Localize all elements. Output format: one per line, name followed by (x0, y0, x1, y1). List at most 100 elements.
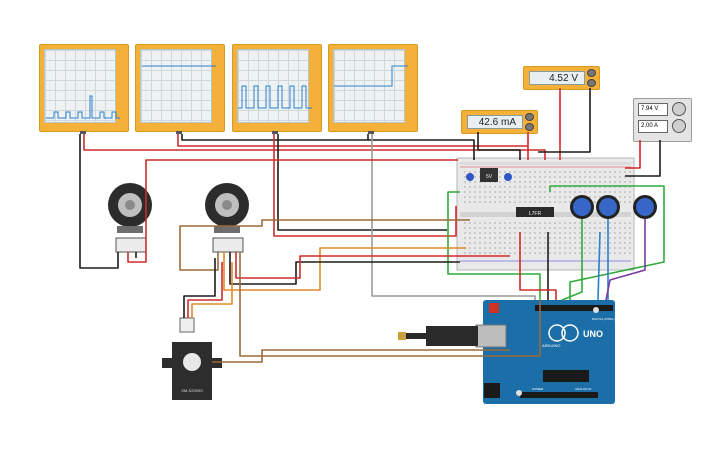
breadboard-hole[interactable] (509, 171, 511, 173)
breadboard-hole[interactable] (604, 171, 606, 173)
breadboard-hole[interactable] (494, 196, 496, 198)
breadboard-hole[interactable] (529, 196, 531, 198)
breadboard-hole[interactable] (479, 222, 481, 224)
breadboard-hole[interactable] (554, 227, 556, 229)
breadboard-hole[interactable] (539, 242, 541, 244)
breadboard-hole[interactable] (629, 201, 631, 203)
breadboard-hole[interactable] (534, 191, 536, 193)
breadboard-hole[interactable] (484, 191, 486, 193)
breadboard-hole[interactable] (499, 171, 501, 173)
breadboard-hole[interactable] (589, 222, 591, 224)
breadboard-hole[interactable] (564, 176, 566, 178)
breadboard-hole[interactable] (629, 232, 631, 234)
breadboard-hole[interactable] (594, 227, 596, 229)
oscilloscope-2[interactable] (135, 44, 225, 132)
breadboard-hole[interactable] (579, 252, 581, 254)
breadboard-hole[interactable] (534, 232, 536, 234)
breadboard-hole[interactable] (624, 232, 626, 234)
breadboard-hole[interactable] (494, 247, 496, 249)
breadboard-hole[interactable] (594, 191, 596, 193)
breadboard-hole[interactable] (539, 227, 541, 229)
breadboard-hole[interactable] (509, 196, 511, 198)
breadboard-hole[interactable] (554, 242, 556, 244)
breadboard-hole[interactable] (594, 247, 596, 249)
breadboard-hole[interactable] (469, 252, 471, 254)
breadboard-hole[interactable] (614, 181, 616, 183)
breadboard-hole[interactable] (599, 181, 601, 183)
breadboard-hole[interactable] (484, 232, 486, 234)
breadboard-hole[interactable] (629, 237, 631, 239)
breadboard-hole[interactable] (624, 237, 626, 239)
breadboard-hole[interactable] (629, 176, 631, 178)
breadboard-hole[interactable] (544, 186, 546, 188)
breadboard-hole[interactable] (559, 176, 561, 178)
breadboard-hole[interactable] (594, 181, 596, 183)
breadboard-hole[interactable] (624, 252, 626, 254)
breadboard-hole[interactable] (609, 247, 611, 249)
breadboard-hole[interactable] (464, 191, 466, 193)
breadboard-hole[interactable] (509, 247, 511, 249)
breadboard-hole[interactable] (504, 191, 506, 193)
breadboard-hole[interactable] (504, 201, 506, 203)
breadboard-hole[interactable] (599, 227, 601, 229)
breadboard-hole[interactable] (484, 196, 486, 198)
breadboard-hole[interactable] (524, 186, 526, 188)
breadboard-hole[interactable] (614, 252, 616, 254)
breadboard-hole[interactable] (499, 191, 501, 193)
breadboard-hole[interactable] (554, 196, 556, 198)
breadboard-hole[interactable] (589, 176, 591, 178)
breadboard-hole[interactable] (539, 232, 541, 234)
breadboard-hole[interactable] (479, 186, 481, 188)
breadboard-hole[interactable] (524, 237, 526, 239)
breadboard-hole[interactable] (619, 237, 621, 239)
breadboard-hole[interactable] (594, 222, 596, 224)
breadboard-hole[interactable] (474, 247, 476, 249)
breadboard-hole[interactable] (589, 247, 591, 249)
breadboard-hole[interactable] (554, 186, 556, 188)
breadboard-hole[interactable] (489, 242, 491, 244)
breadboard-hole[interactable] (464, 222, 466, 224)
breadboard-hole[interactable] (474, 191, 476, 193)
breadboard-hole[interactable] (484, 201, 486, 203)
breadboard-hole[interactable] (534, 242, 536, 244)
breadboard-hole[interactable] (539, 237, 541, 239)
breadboard-hole[interactable] (509, 252, 511, 254)
breadboard-hole[interactable] (584, 227, 586, 229)
breadboard-hole[interactable] (479, 247, 481, 249)
knob-icon[interactable] (672, 119, 686, 133)
breadboard-hole[interactable] (609, 191, 611, 193)
breadboard-hole[interactable] (539, 252, 541, 254)
breadboard-hole[interactable] (534, 237, 536, 239)
breadboard-hole[interactable] (514, 237, 516, 239)
breadboard-hole[interactable] (564, 171, 566, 173)
breadboard-hole[interactable] (624, 201, 626, 203)
breadboard-hole[interactable] (499, 201, 501, 203)
breadboard-hole[interactable] (514, 196, 516, 198)
breadboard-hole[interactable] (614, 176, 616, 178)
breadboard-hole[interactable] (569, 237, 571, 239)
breadboard-hole[interactable] (479, 201, 481, 203)
breadboard-hole[interactable] (539, 191, 541, 193)
breadboard-hole[interactable] (574, 242, 576, 244)
breadboard-hole[interactable] (624, 176, 626, 178)
breadboard-hole[interactable] (579, 247, 581, 249)
breadboard-hole[interactable] (599, 176, 601, 178)
breadboard-hole[interactable] (509, 191, 511, 193)
breadboard-hole[interactable] (619, 186, 621, 188)
breadboard-hole[interactable] (619, 201, 621, 203)
breadboard-hole[interactable] (524, 196, 526, 198)
breadboard-hole[interactable] (514, 201, 516, 203)
breadboard-hole[interactable] (524, 247, 526, 249)
breadboard-hole[interactable] (594, 186, 596, 188)
breadboard-hole[interactable] (524, 181, 526, 183)
breadboard-hole[interactable] (494, 252, 496, 254)
breadboard-hole[interactable] (524, 222, 526, 224)
breadboard-hole[interactable] (474, 201, 476, 203)
breadboard-hole[interactable] (534, 176, 536, 178)
breadboard-hole[interactable] (599, 171, 601, 173)
breadboard-hole[interactable] (569, 201, 571, 203)
breadboard-hole[interactable] (609, 222, 611, 224)
breadboard-hole[interactable] (544, 227, 546, 229)
breadboard-hole[interactable] (589, 196, 591, 198)
breadboard-hole[interactable] (589, 171, 591, 173)
